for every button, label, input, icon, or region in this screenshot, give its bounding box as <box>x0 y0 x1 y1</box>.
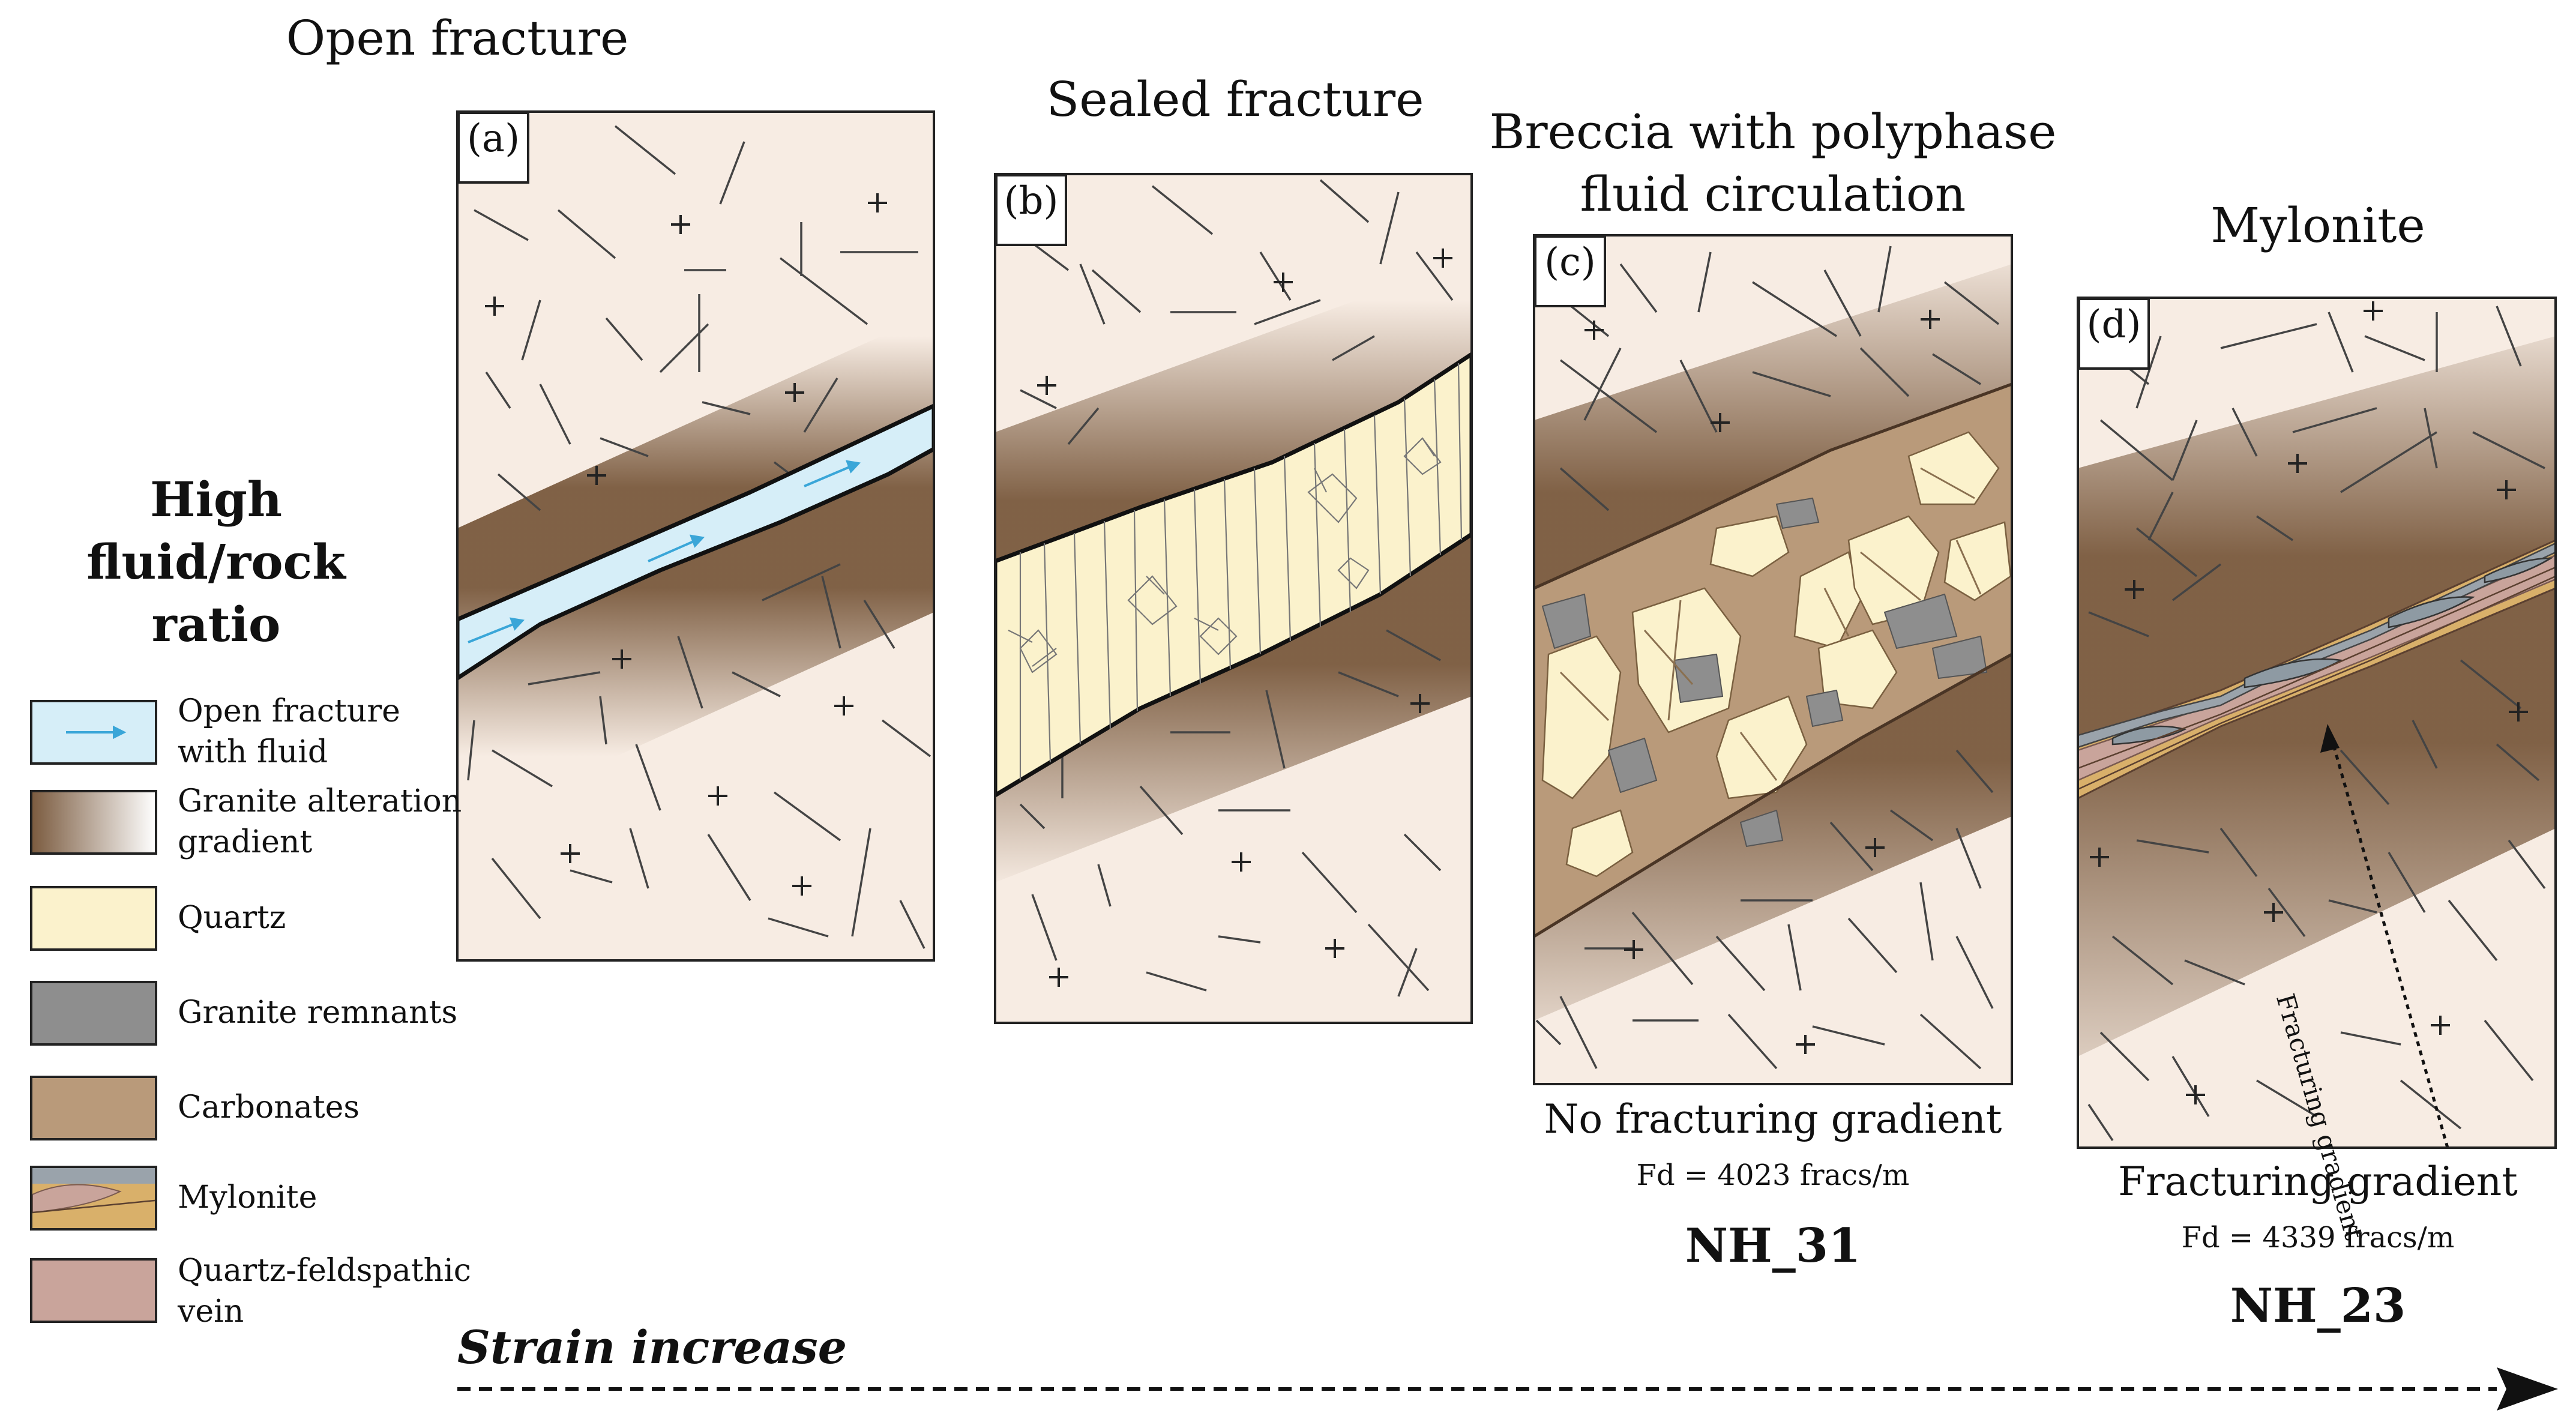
panel-c-clast-cracks <box>1559 467 1982 781</box>
legend-label-vein-line1: Quartz-feldspathic <box>178 1253 471 1289</box>
panel-d <box>2077 297 2557 1149</box>
panel-d-alteration-zone <box>2078 336 2556 1056</box>
fluid-rock-title-line2: fluid/rock ratio <box>86 534 346 652</box>
strain-increase-label: Strain increase <box>457 1321 847 1374</box>
panel-b-quartz-vein <box>995 352 1472 798</box>
panel-c-label-box <box>1534 235 1606 307</box>
panel-b-title: Sealed fracture <box>1046 71 1424 127</box>
panel-a <box>456 110 935 962</box>
legend-swatches <box>30 700 157 1323</box>
legend-label-vein-line2: vein <box>178 1293 244 1330</box>
panel-b <box>994 173 1473 1024</box>
panel-a-fluid-flow-arrows <box>468 460 861 643</box>
panel-c-granite-remnants <box>1541 497 1988 848</box>
panel-d-microcracks <box>2087 306 2546 1141</box>
panel-c-sample-id: NH_31 <box>1685 1219 1861 1273</box>
fluid-rock-title: High fluid/rock ratio <box>18 468 414 655</box>
panel-d-frame <box>2077 297 2557 1149</box>
panel-c-title-line2: fluid circulation <box>1580 166 1966 222</box>
legend-label-granite-remnants: Granite remnants <box>178 995 458 1031</box>
panel-d-letter: (d) <box>2086 303 2141 347</box>
panel-a-frame <box>456 110 935 962</box>
panel-a-title: Open fracture <box>286 10 629 66</box>
panel-b-quartz-crystals <box>1008 363 1463 780</box>
panel-d-label-box <box>2078 298 2150 370</box>
panel-b-mineral-crosses <box>1037 249 1452 987</box>
strain-arrow-head-icon <box>2497 1367 2558 1411</box>
panel-d-mylonite-lenses <box>2111 557 2554 746</box>
panel-c-quartz-clasts <box>1541 431 2012 878</box>
panel-c <box>1533 234 2013 1085</box>
panel-c-letter: (c) <box>1544 240 1596 285</box>
panel-d-caption: Fracturing gradient <box>2118 1158 2518 1205</box>
legend-swatch-alteration-gradient <box>30 790 157 855</box>
legend-label-alteration-line1: Granite alteration <box>178 783 462 819</box>
panel-c-title-line1: Breccia with polyphase <box>1489 104 2057 160</box>
panel-c-fracture-density: Fd = 4023 fracs/m <box>1636 1158 1910 1192</box>
legend-swatch-carbonates <box>30 1076 157 1140</box>
panel-c-caption: No fracturing gradient <box>1544 1096 2002 1142</box>
fluid-rock-title-line1: High <box>149 471 283 528</box>
panel-a-mineral-crosses <box>485 193 887 896</box>
panel-d-fracture-density: Fd = 4339 fracs/m <box>2181 1221 2455 1255</box>
panel-b-frame <box>994 173 1473 1024</box>
panel-d-fracturing-gradient-arrow <box>2328 732 2449 1148</box>
panel-d-arrow-head <box>2320 724 2340 753</box>
legend-swatch-granite-remnants <box>30 981 157 1046</box>
legend-label-alteration-gradient: Granite alteration gradient <box>178 782 462 863</box>
panel-a-letter: (a) <box>466 116 520 161</box>
panel-d-mylonite-grey <box>2078 542 2556 749</box>
legend-label-open-fracture-line2: with fluid <box>178 734 328 770</box>
legend-label-open-fracture-line1: Open fracture <box>178 693 400 729</box>
legend-label-quartz: Quartz <box>178 900 286 936</box>
panel-d-sample-id: NH_23 <box>2230 1279 2406 1333</box>
panel-b-label-box <box>995 174 1067 246</box>
legend-label-alteration-line2: gradient <box>178 824 313 860</box>
legend-fluid-arrow-icon <box>66 725 127 740</box>
panel-d-mineral-crosses <box>2090 301 2528 1104</box>
panel-a-microcracks <box>467 125 931 949</box>
panel-b-microcracks <box>1019 179 1454 997</box>
legend-label-open-fracture: Open fracture with fluid <box>178 691 400 773</box>
panel-c-frame <box>1533 234 2013 1085</box>
legend-swatch-mylonite <box>30 1166 157 1231</box>
panel-a-label-box <box>457 112 529 184</box>
panel-d-mylonite-foliation <box>2078 566 2556 791</box>
panel-a-alteration-zone <box>457 312 934 828</box>
legend-swatch-quartz-feldspathic-vein <box>30 1258 157 1323</box>
panel-d-title: Mylonite <box>2210 197 2425 253</box>
legend-label-quartz-feldspathic-vein: Quartz-feldspathic vein <box>178 1251 471 1332</box>
panel-b-letter: (b) <box>1004 179 1059 223</box>
legend-label-carbonates: Carbonates <box>178 1089 360 1125</box>
legend-label-mylonite: Mylonite <box>178 1179 317 1216</box>
panel-c-mineral-crosses <box>1584 310 1940 1054</box>
legend-swatch-quartz <box>30 886 157 951</box>
panel-c-microcracks <box>1535 246 2000 1070</box>
